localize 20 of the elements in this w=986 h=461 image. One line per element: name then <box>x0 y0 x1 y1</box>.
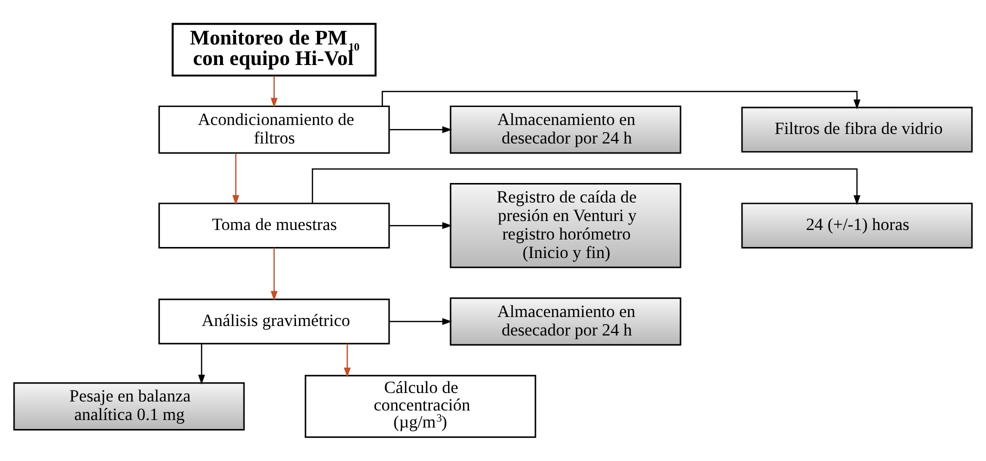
node-box: Análisis gravimétrico <box>158 298 390 344</box>
arrow <box>344 344 351 378</box>
arrow <box>389 318 452 325</box>
node-box: Toma de muestras <box>158 202 390 248</box>
node-box: Filtros de fibra de vidrio <box>741 106 973 153</box>
node-box: Almacenamiento en desecador por 24 h <box>450 297 682 346</box>
arrow <box>389 126 452 134</box>
node-box: 24 (+/-1) horas <box>741 202 973 248</box>
node-box: Almacenamiento en desecador por 24 h <box>450 106 682 154</box>
node-box: Cálculo de concentración (µg/m$^{3}$) <box>304 374 536 438</box>
arrow <box>198 344 206 385</box>
arrow <box>389 222 452 230</box>
node-box: Monitoreo de PM$_{10}$ con equipo Hi-Vol <box>172 22 377 77</box>
arrow <box>312 168 860 206</box>
node-box: Acondicionamiento de filtros <box>158 106 390 154</box>
node-box: Registro de caída de presión en Venturi y registro horómetro (Inicio y fin) <box>450 183 682 268</box>
node-box: Pesaje en balanza analítica 0.1 mg <box>13 382 245 430</box>
arrow <box>232 153 240 205</box>
arrow <box>270 76 278 108</box>
arrow <box>270 248 278 301</box>
